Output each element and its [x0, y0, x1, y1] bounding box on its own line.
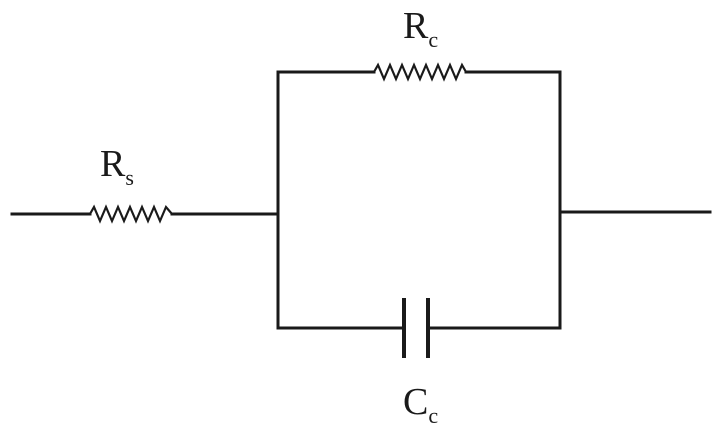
label-rs: Rs — [100, 143, 134, 190]
label-rc-subscript: c — [428, 27, 438, 52]
label-rs-symbol: R — [100, 143, 126, 185]
label-rc-symbol: R — [403, 5, 429, 47]
label-cc-symbol: C — [403, 381, 428, 423]
resistor-rs — [89, 204, 173, 224]
label-rs-subscript: s — [125, 165, 134, 190]
label-cc: Cc — [403, 381, 438, 428]
label-cc-subscript: c — [428, 403, 438, 428]
label-rc: Rc — [403, 5, 438, 52]
resistor-rc — [373, 62, 467, 82]
